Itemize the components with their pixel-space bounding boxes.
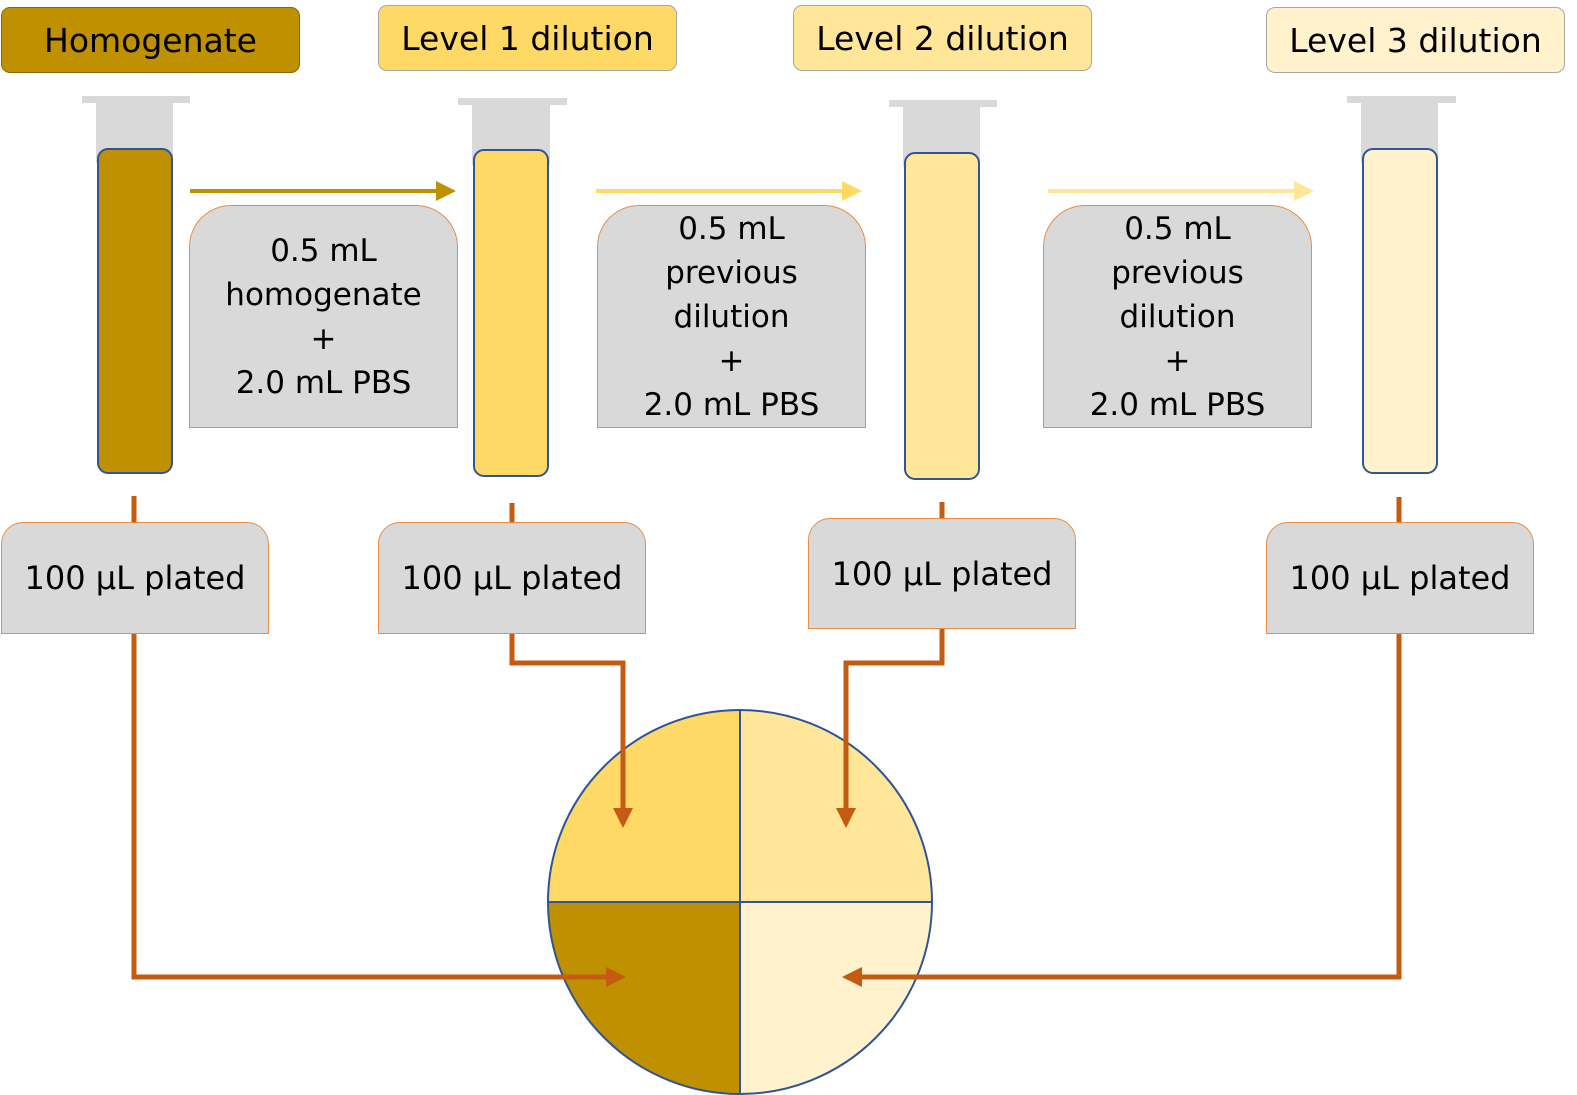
transfer-box-3-volume: 0.5 mL: [1124, 211, 1231, 247]
tube-cap-rim: [458, 98, 567, 105]
connector-level-3: [842, 634, 1402, 987]
tube-body: [473, 149, 549, 477]
tube-body: [904, 152, 980, 480]
transfer-box-1: 0.5 mL homogenate + 2.0 mL PBS: [189, 205, 458, 428]
tube-level-2: [889, 100, 997, 480]
transfer-box-2-source-2: dilution: [673, 299, 790, 335]
plated-box-homogenate: 100 µL plated: [1, 522, 269, 634]
plated-box-level-1: 100 µL plated: [378, 522, 646, 634]
label-level-1: Level 1 dilution: [378, 5, 677, 71]
transfer-box-2: 0.5 mL previous dilution + 2.0 mL PBS: [597, 205, 866, 428]
transfer-box-1-volume: 0.5 mL: [270, 232, 377, 269]
transfer-box-2-pbs: 2.0 mL PBS: [643, 387, 820, 423]
plated-box-level-3: 100 µL plated: [1266, 522, 1534, 634]
transfer-box-3: 0.5 mL previous dilution + 2.0 mL PBS: [1043, 205, 1312, 428]
tube-cap-rim: [1347, 96, 1456, 103]
transfer-box-2-plus: +: [718, 343, 745, 379]
tube-body: [1362, 148, 1438, 474]
transfer-box-1-plus: +: [310, 320, 337, 357]
petri-plate: [547, 709, 933, 1095]
plated-box-level-2: 100 µL plated: [808, 518, 1076, 629]
tube-cap-rim: [82, 96, 190, 103]
tube-level-1: [458, 98, 567, 477]
connector-level-1: [509, 634, 633, 828]
tube-level-3: [1347, 96, 1456, 474]
label-level-2: Level 2 dilution: [793, 5, 1092, 71]
connector-level-2: [836, 629, 945, 828]
plate-rim: [547, 709, 933, 1095]
transfer-box-3-source-2: dilution: [1119, 299, 1236, 335]
transfer-box-1-pbs: 2.0 mL PBS: [235, 364, 412, 401]
label-homogenate: Homogenate: [1, 7, 300, 73]
transfer-box-3-pbs: 2.0 mL PBS: [1089, 387, 1266, 423]
tube-homogenate: [82, 96, 190, 474]
label-level-3: Level 3 dilution: [1266, 7, 1565, 73]
connector-homogenate: [131, 634, 626, 987]
plate-quadrant-level-2: [740, 710, 932, 902]
plate-quadrant-level-1: [548, 710, 740, 902]
tube-cap-rim: [889, 100, 997, 107]
transfer-box-2-source: previous: [665, 255, 798, 291]
transfer-box-3-source: previous: [1111, 255, 1244, 291]
tube-body: [97, 148, 173, 474]
transfer-box-3-plus: +: [1164, 343, 1191, 379]
transfer-box-2-volume: 0.5 mL: [678, 211, 785, 247]
transfer-box-1-source: homogenate: [225, 276, 422, 313]
